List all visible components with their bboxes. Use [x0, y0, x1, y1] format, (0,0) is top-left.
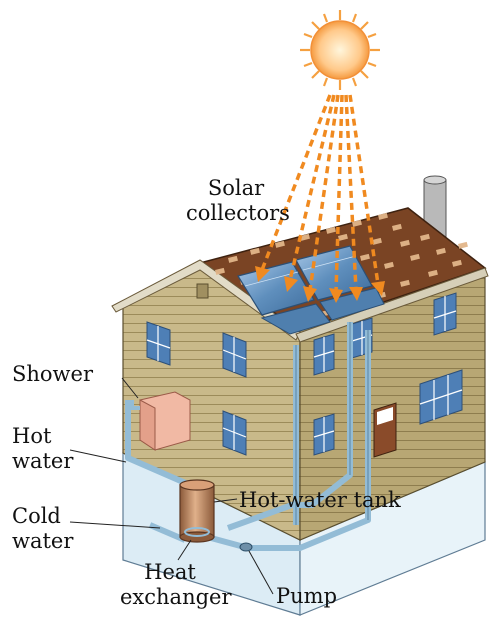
door — [373, 402, 397, 458]
label-cold-line1: Cold — [12, 504, 61, 528]
leader-lines — [69, 377, 274, 595]
label-heat-exchanger: Heat exchanger — [120, 560, 232, 610]
label-cold-line2: water — [12, 529, 74, 553]
label-hot-water-tank: Hot-water tank — [239, 488, 401, 512]
label-heat-line1: Heat — [144, 560, 196, 584]
sun-rays — [260, 94, 380, 293]
sun-icon — [300, 10, 380, 90]
label-cold-water: Cold water — [12, 504, 73, 554]
shower-fixture — [130, 391, 191, 451]
windows — [146, 292, 463, 456]
label-shower: Shower — [12, 362, 93, 386]
label-solar-line2: collectors — [186, 201, 290, 225]
sun-ray-arrowheads — [255, 266, 385, 303]
label-hot-line2: water — [12, 449, 74, 473]
attic-vent — [196, 283, 209, 299]
label-pump: Pump — [276, 584, 338, 608]
hot-water-tank — [179, 479, 215, 543]
label-hot-water: Hot water — [12, 424, 73, 474]
pump-icon — [239, 542, 253, 552]
label-solar-line1: Solar — [207, 176, 265, 200]
label-solar-collectors: Solar collectors — [186, 176, 290, 226]
chimney — [423, 175, 447, 241]
label-heat-line2: exchanger — [120, 585, 232, 609]
label-hot-line1: Hot — [12, 424, 52, 448]
pipe-outline — [295, 322, 369, 525]
